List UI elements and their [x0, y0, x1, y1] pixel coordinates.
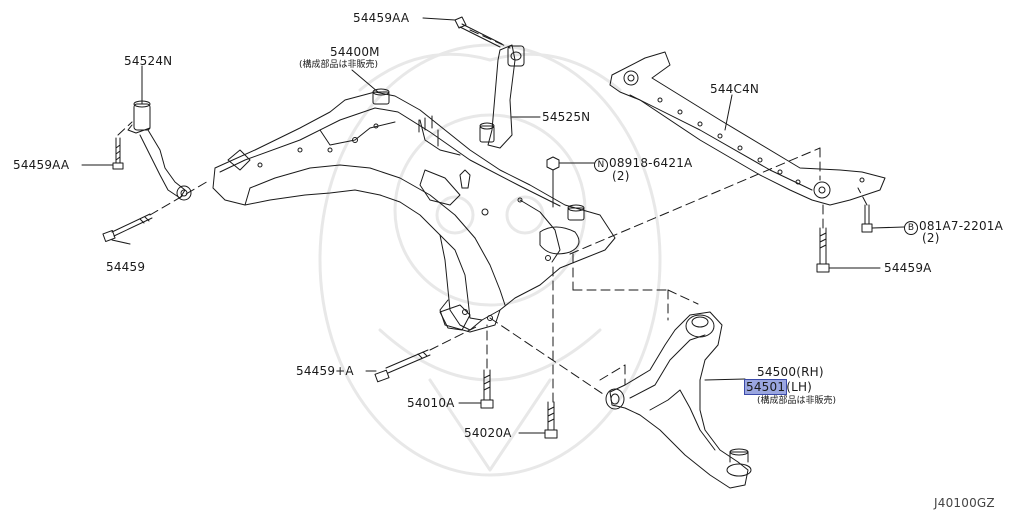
callout-54501-note: (構成部品は非販売) [757, 396, 837, 406]
bolt-08918 [546, 156, 560, 199]
bolt-54459AA-left [112, 137, 124, 170]
callout-54459[interactable]: 54459 [106, 260, 146, 274]
front-subframe [212, 88, 616, 333]
callout-54500-side: (RH) [796, 365, 824, 379]
lower-control-arm [605, 311, 752, 489]
bolt-54459PA [374, 349, 431, 383]
cross-member [609, 51, 886, 206]
callout-54400M-note: (構成部品は非販売) [299, 60, 379, 70]
callout-54459A[interactable]: 54459A [884, 261, 932, 275]
callout-54501-side: (LH) [786, 380, 813, 394]
bolt-54459A [816, 227, 830, 273]
callout-54500-label: 54500 [757, 365, 797, 379]
callout-544C4N[interactable]: 544C4N [710, 82, 760, 96]
callout-081A7-label: 081A7-2201A [919, 219, 1004, 233]
bolt-081A7 [861, 204, 873, 233]
callout-54459AA-left[interactable]: 54459AA [13, 158, 70, 172]
bolt-54459AA-top [454, 16, 503, 48]
stabilizer-link-left [127, 100, 192, 201]
bracket-right [479, 44, 525, 149]
callout-081A7-qty: (2) [922, 231, 940, 245]
callout-54525N[interactable]: 54525N [542, 110, 591, 124]
callout-08918-label: 08918-6421A [609, 156, 693, 170]
callout-54459AA-top[interactable]: 54459AA [353, 11, 410, 25]
bolt-54010A [480, 369, 494, 409]
leader-lines [81, 17, 905, 434]
b-symbol-icon: B [904, 221, 918, 235]
bolt-54020A [544, 401, 558, 439]
callout-54400M[interactable]: 54400M [330, 45, 380, 59]
bolt-54459 [102, 213, 153, 242]
callout-54524N[interactable]: 54524N [124, 54, 173, 68]
assembly-dash-lines [117, 29, 868, 403]
callout-54459PA[interactable]: 54459+A [296, 364, 354, 378]
callout-54501[interactable]: 54501(LH) [743, 379, 813, 395]
drawing-code: J40100GZ [934, 496, 995, 510]
callout-54020A[interactable]: 54020A [464, 426, 512, 440]
callout-54501-label-highlighted: 54501 [743, 379, 788, 395]
callout-54500[interactable]: 54500(RH) [757, 366, 824, 379]
callout-54010A[interactable]: 54010A [407, 396, 455, 410]
callout-08918-qty: (2) [612, 169, 630, 183]
n-symbol-icon: N [594, 158, 608, 172]
